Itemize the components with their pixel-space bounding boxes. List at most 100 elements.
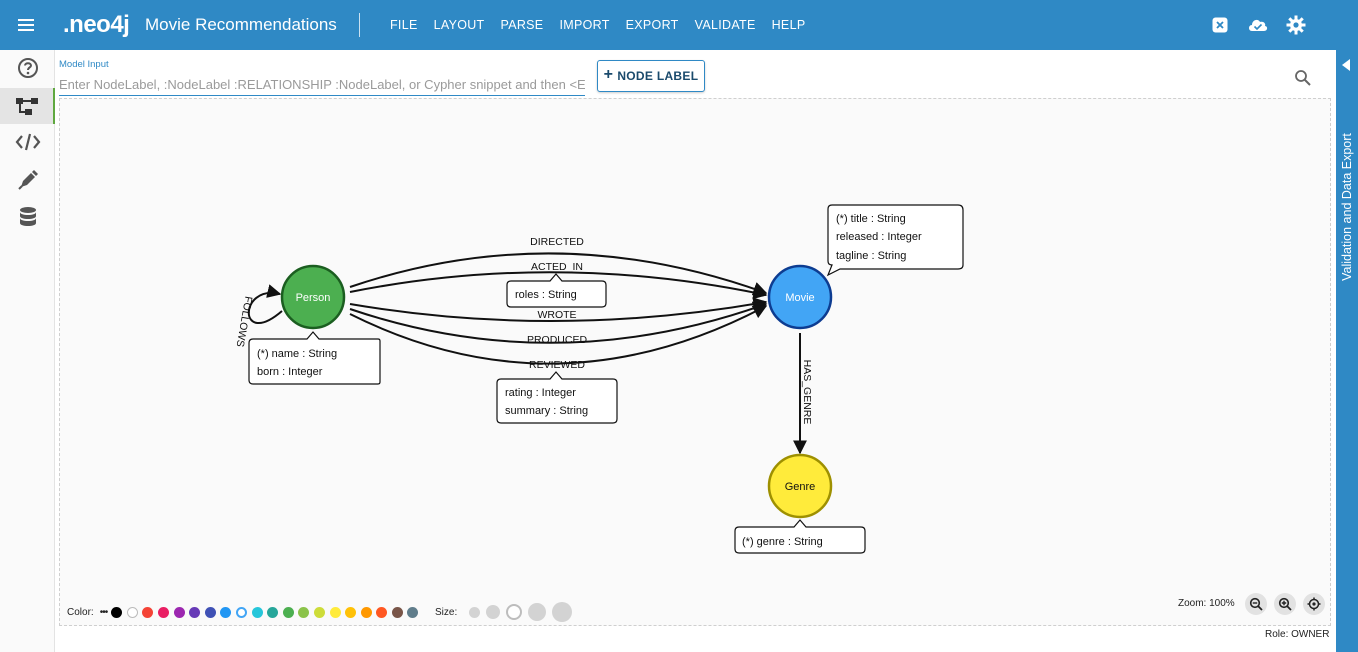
menu-layout[interactable]: LAYOUT xyxy=(433,18,485,32)
header-actions xyxy=(1208,13,1308,37)
property-box-acted-in[interactable]: roles : String xyxy=(506,273,607,308)
menu-parse[interactable]: PARSE xyxy=(500,18,544,32)
fit-center-icon[interactable] xyxy=(1303,593,1325,615)
sidebar-item-database[interactable] xyxy=(0,199,55,235)
color-swatch-5[interactable] xyxy=(189,606,201,618)
menu-export[interactable]: EXPORT xyxy=(625,18,679,32)
node-movie[interactable]: Movie xyxy=(767,264,833,330)
menu-file[interactable]: FILE xyxy=(390,18,418,32)
header-divider xyxy=(359,13,360,37)
color-swatch-12[interactable] xyxy=(298,606,310,618)
close-box-icon[interactable] xyxy=(1208,13,1232,37)
rel-label-has-genre: HAS_GENRE xyxy=(801,360,813,425)
validation-export-label: Validation and Data Export xyxy=(1340,133,1354,281)
color-swatch-17[interactable] xyxy=(376,606,388,618)
prop-movie-2: tagline : String xyxy=(836,250,906,262)
size-label: Size: xyxy=(435,606,458,618)
rel-label-acted-in: ACTED_IN xyxy=(531,261,583,273)
color-swatch-9[interactable] xyxy=(251,606,263,618)
color-swatch-4[interactable] xyxy=(173,606,185,618)
node-person[interactable]: Person xyxy=(280,264,346,330)
color-swatch-7[interactable] xyxy=(220,606,232,618)
size-option-xl[interactable] xyxy=(552,602,573,622)
graph-model-icon xyxy=(15,98,38,115)
rel-directed[interactable] xyxy=(349,252,768,296)
color-swatch-13[interactable] xyxy=(313,606,325,618)
database-icon xyxy=(19,207,36,226)
size-option-l[interactable] xyxy=(528,603,547,621)
rel-label-directed: DIRECTED xyxy=(530,236,584,248)
rel-follows[interactable] xyxy=(247,284,283,325)
size-option-xs[interactable] xyxy=(469,606,481,618)
app-title: Movie Recommendations xyxy=(145,15,337,34)
validation-export-panel-toggle[interactable]: Validation and Data Export xyxy=(1336,50,1358,652)
size-option-m[interactable] xyxy=(506,604,523,620)
rel-produced[interactable] xyxy=(349,301,768,344)
collapse-arrow-icon xyxy=(1342,59,1350,71)
prop-reviewed-0: rating : Integer xyxy=(505,387,576,399)
add-node-label-button[interactable]: + NODE LABEL xyxy=(597,60,705,92)
property-box-genre[interactable]: (*) genre : String xyxy=(734,519,866,554)
role-indicator: Role: OWNER xyxy=(1265,629,1330,640)
menu-import[interactable]: IMPORT xyxy=(559,18,610,32)
color-swatch-1[interactable] xyxy=(126,606,138,618)
more-colors-icon[interactable]: ••• xyxy=(99,606,108,618)
prop-person-1: born : Integer xyxy=(257,366,323,378)
model-canvas[interactable]: DIRECTED ACTED_IN WROTE PRODUCED REVIEWE… xyxy=(59,98,1331,626)
color-swatch-16[interactable] xyxy=(360,606,372,618)
rel-reviewed[interactable] xyxy=(349,305,768,365)
menu-help[interactable]: HELP xyxy=(771,18,806,32)
model-input-wrap: Model Input xyxy=(59,58,585,98)
color-swatches xyxy=(111,606,423,618)
property-box-movie[interactable]: (*) title : String released : Integer ta… xyxy=(826,204,964,277)
hamburger-menu-icon[interactable] xyxy=(14,13,40,37)
help-icon xyxy=(17,58,38,78)
color-swatch-11[interactable] xyxy=(282,606,294,618)
main-menu: FILE LAYOUT PARSE IMPORT EXPORT VALIDATE… xyxy=(382,0,813,50)
node-label-movie: Movie xyxy=(785,292,814,304)
color-swatch-8[interactable] xyxy=(235,606,247,618)
color-swatch-2[interactable] xyxy=(142,606,154,618)
color-swatch-10[interactable] xyxy=(267,606,279,618)
sidebar-item-graph-model[interactable] xyxy=(0,88,55,124)
model-input-label: Model Input xyxy=(59,59,109,70)
zoom-out-icon[interactable] xyxy=(1245,593,1267,615)
gear-icon[interactable] xyxy=(1284,13,1308,37)
rel-label-wrote: WROTE xyxy=(537,309,576,321)
sidebar-item-help[interactable] xyxy=(0,50,55,86)
rel-wrote[interactable] xyxy=(349,297,768,323)
node-genre[interactable]: Genre xyxy=(767,453,833,519)
color-swatch-19[interactable] xyxy=(407,606,419,618)
model-input[interactable] xyxy=(59,74,585,96)
prop-reviewed-1: summary : String xyxy=(505,405,588,417)
property-box-person[interactable]: (*) name : String born : Integer xyxy=(248,331,381,385)
code-icon xyxy=(15,133,40,151)
size-picker: Size: xyxy=(435,602,578,622)
property-box-reviewed[interactable]: rating : Integer summary : String xyxy=(496,371,618,424)
search-icon[interactable] xyxy=(1294,69,1312,87)
add-node-label-text: NODE LABEL xyxy=(617,69,699,83)
sidebar-item-code[interactable] xyxy=(0,124,55,160)
color-swatch-14[interactable] xyxy=(329,606,341,618)
color-swatch-3[interactable] xyxy=(157,606,169,618)
color-swatch-15[interactable] xyxy=(345,606,357,618)
prop-movie-1: released : Integer xyxy=(836,231,922,243)
left-sidebar xyxy=(0,50,55,652)
color-swatch-18[interactable] xyxy=(391,606,403,618)
sidebar-item-edit[interactable] xyxy=(0,162,55,198)
node-label-person: Person xyxy=(296,292,331,304)
color-swatch-6[interactable] xyxy=(204,606,216,618)
size-option-s[interactable] xyxy=(486,605,501,619)
color-label: Color: xyxy=(67,606,94,618)
top-bar: .neo4j Movie Recommendations FILE LAYOUT… xyxy=(0,0,1358,50)
menu-validate[interactable]: VALIDATE xyxy=(694,18,756,32)
rel-label-reviewed: REVIEWED xyxy=(529,359,585,371)
rel-acted-in[interactable] xyxy=(349,271,768,300)
color-swatch-0[interactable] xyxy=(111,606,123,618)
plus-icon: + xyxy=(603,66,614,83)
prop-person-0: (*) name : String xyxy=(257,348,337,360)
zoom-in-icon[interactable] xyxy=(1274,593,1296,615)
cloud-done-icon[interactable] xyxy=(1246,13,1270,37)
node-label-genre: Genre xyxy=(785,481,816,493)
